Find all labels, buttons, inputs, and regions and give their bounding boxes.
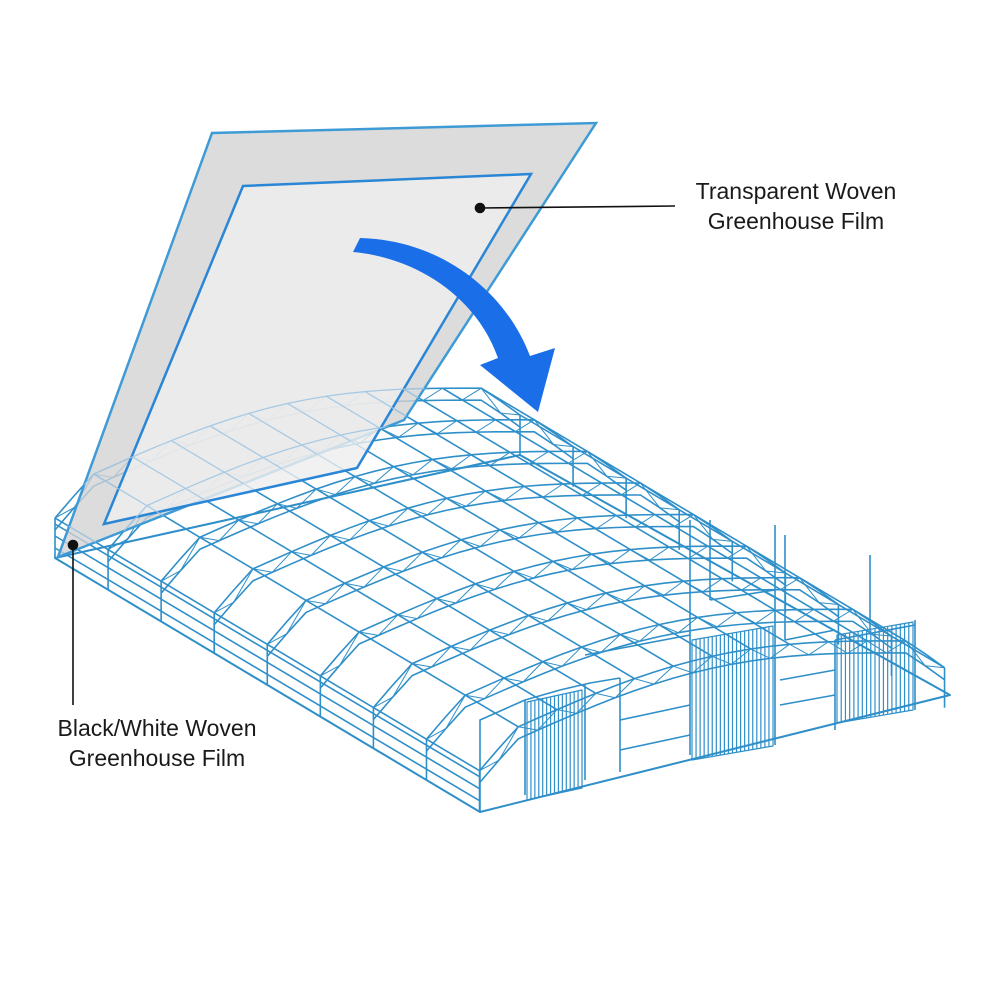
label-blackwhite-line1: Black/White Woven [57, 715, 257, 741]
purlin [325, 395, 752, 650]
leader-dot-blackwhite [67, 539, 79, 551]
arch-truss-inner [266, 525, 733, 657]
leader-dot-transparent [474, 202, 486, 214]
arch-truss-inner [213, 494, 680, 626]
leader-lines [67, 202, 676, 705]
door-panel [526, 689, 583, 801]
label-transparent-line2: Greenhouse Film [707, 208, 885, 234]
arch-truss-inner [160, 462, 627, 594]
frame-doors [526, 621, 914, 801]
leader-transparent-film [479, 205, 676, 209]
purlin [403, 388, 829, 643]
arch-truss-inner [319, 557, 786, 689]
label-transparent-woven-film: Transparent Woven Greenhouse Film [676, 176, 916, 236]
purlin [93, 473, 519, 728]
label-blackwhite-line2: Greenhouse Film [68, 745, 246, 771]
arch-truss-inner [372, 588, 839, 721]
purlin [442, 387, 868, 642]
arch-truss-inner [425, 620, 892, 752]
curved-arrow-icon [353, 238, 555, 412]
purlin [364, 390, 790, 646]
door-panel [691, 625, 774, 761]
label-transparent-line1: Transparent Woven [695, 178, 897, 204]
frame-end-wall [479, 520, 916, 812]
purlin [480, 387, 907, 642]
label-blackwhite-woven-film: Black/White Woven Greenhouse Film [42, 713, 272, 773]
frame-base-outline [54, 454, 951, 813]
